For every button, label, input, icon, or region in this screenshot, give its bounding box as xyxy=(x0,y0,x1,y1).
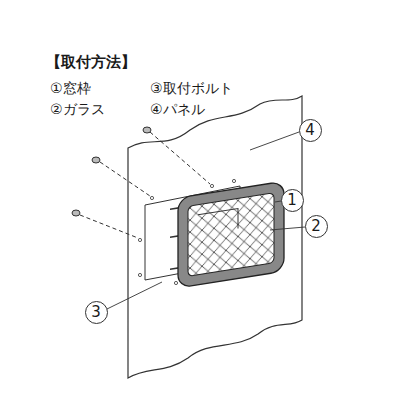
callout-circle: 3 xyxy=(85,301,108,324)
leader-lines xyxy=(107,132,305,309)
callout-circle: 2 xyxy=(305,215,328,238)
window-frame xyxy=(170,181,284,289)
callout-number: 2 xyxy=(311,219,321,234)
callout-number: 4 xyxy=(305,123,315,138)
callout-circle: 4 xyxy=(299,119,322,142)
panel xyxy=(128,96,302,378)
callout-circle: 1 xyxy=(281,189,304,212)
part-legend-label: ②ガラス xyxy=(50,101,105,119)
callout-number: 1 xyxy=(287,193,297,208)
part-legend-label: ①窓枠 xyxy=(50,80,91,98)
part-legend-label: ④パネル xyxy=(150,101,205,119)
title: 【取付方法】 xyxy=(46,53,136,72)
callout-number: 3 xyxy=(91,305,101,320)
part-legend-label: ③取付ボルト xyxy=(150,80,233,98)
